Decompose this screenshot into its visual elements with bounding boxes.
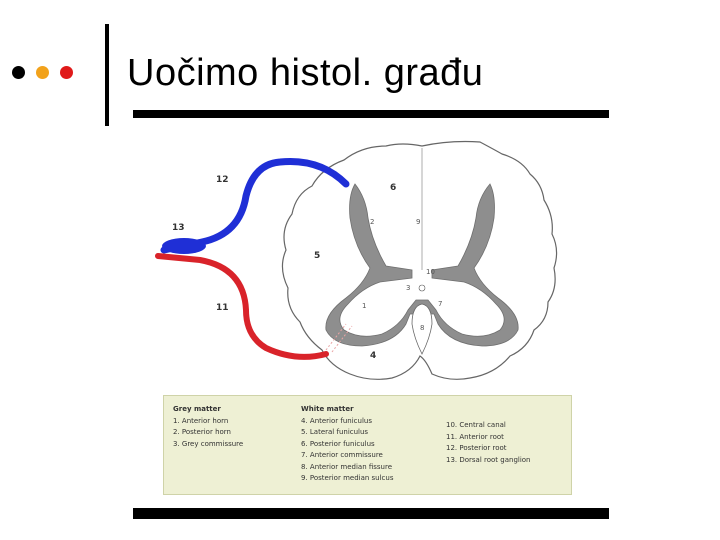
legend-item: 13. Dorsal root ganglion bbox=[446, 455, 531, 464]
legend-other: 10. Central canal 11. Anterior root 12. … bbox=[446, 420, 531, 466]
label-9: 9 bbox=[416, 218, 420, 226]
legend-item: 9. Posterior median sulcus bbox=[301, 474, 394, 482]
legend-grey-title: Grey matter bbox=[173, 405, 221, 413]
legend-item: 11. Anterior root bbox=[446, 432, 504, 441]
spinal-cord-diagram: 12 13 5 11 6 4 2 1 9 3 10 7 8 bbox=[155, 140, 558, 380]
dorsal-root-ganglion bbox=[162, 238, 206, 254]
title-divider bbox=[105, 24, 109, 126]
legend-item: 8. Anterior median fissure bbox=[301, 462, 393, 471]
label-7: 7 bbox=[438, 300, 442, 308]
legend-item: 12. Posterior root bbox=[446, 444, 507, 452]
legend-item: 6. Posterior funiculus bbox=[301, 439, 375, 448]
dorsal-root bbox=[160, 157, 350, 254]
legend-white-title: White matter bbox=[301, 405, 354, 413]
legend-white-matter: White matter 4. Anterior funiculus 5. La… bbox=[301, 404, 394, 485]
legend-item: 7. Anterior commissure bbox=[301, 451, 383, 459]
label-8: 8 bbox=[420, 324, 424, 332]
legend-item: 4. Anterior funiculus bbox=[301, 416, 372, 425]
legend-grey-matter: Grey matter 1. Anterior horn 2. Posterio… bbox=[173, 404, 243, 450]
label-11: 11 bbox=[216, 303, 229, 313]
bullet-dot-orange bbox=[36, 66, 49, 79]
label-5: 5 bbox=[314, 251, 320, 261]
legend-item: 1. Anterior horn bbox=[173, 416, 229, 425]
figure-legend: Grey matter 1. Anterior horn 2. Posterio… bbox=[163, 395, 572, 495]
label-1: 1 bbox=[362, 302, 366, 310]
anterior-median-fissure bbox=[411, 303, 433, 355]
label-3: 3 bbox=[406, 284, 410, 292]
ventral-root bbox=[155, 253, 329, 360]
label-6: 6 bbox=[390, 183, 396, 193]
label-10: 10 bbox=[426, 268, 435, 276]
bullet-dot-red bbox=[60, 66, 73, 79]
label-2: 2 bbox=[370, 218, 374, 226]
slide-title: Uočimo histol. građu bbox=[127, 52, 484, 94]
bullet-dot-black bbox=[12, 66, 25, 79]
bullet-dots bbox=[12, 66, 73, 79]
central-canal bbox=[418, 284, 426, 292]
bottom-rule bbox=[133, 508, 609, 519]
top-rule bbox=[133, 110, 609, 118]
label-12: 12 bbox=[216, 175, 229, 185]
legend-item: 5. Lateral funiculus bbox=[301, 428, 369, 436]
legend-item: 2. Posterior horn bbox=[173, 428, 231, 436]
label-13: 13 bbox=[172, 223, 185, 233]
legend-item: 10. Central canal bbox=[446, 421, 506, 429]
legend-item: 3. Grey commissure bbox=[173, 439, 244, 448]
label-4: 4 bbox=[370, 351, 376, 361]
